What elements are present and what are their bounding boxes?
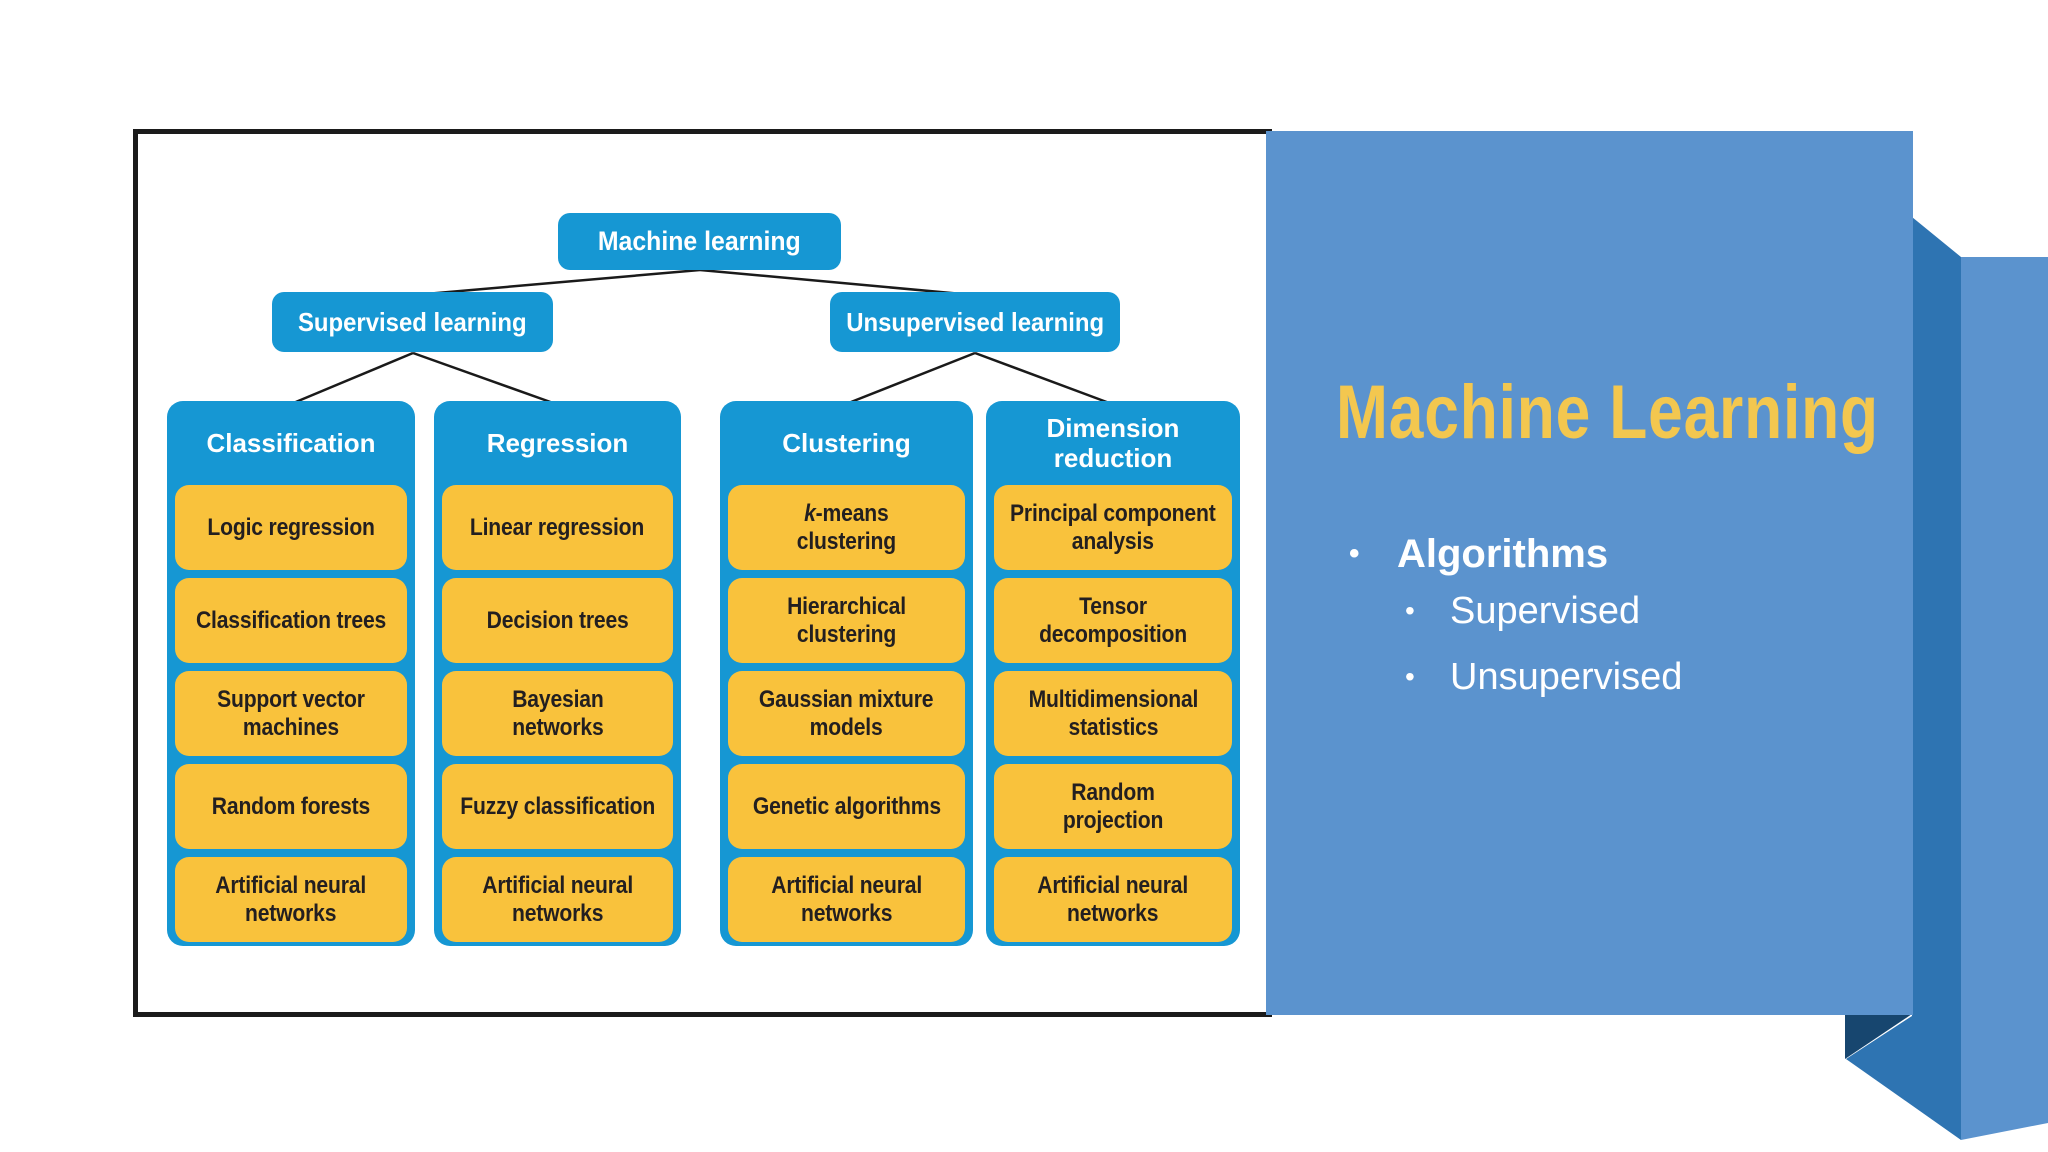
item-label: Principal component analysis: [1010, 499, 1216, 555]
tree-node-label: Unsupervised learning: [846, 306, 1104, 337]
taxonomy-item: Artificial neural networks: [728, 857, 965, 942]
item-label: Random projection: [1062, 778, 1164, 834]
item-label: Classification trees: [195, 606, 387, 634]
taxonomy-item: Hierarchical clustering: [728, 578, 965, 663]
column-header: Clustering: [782, 428, 911, 458]
taxonomy-item: Principal component analysis: [994, 485, 1232, 570]
tree-node-supervised-learning: Supervised learning: [272, 292, 553, 352]
item-label: Decision trees: [486, 606, 629, 634]
item-label: Support vector machines: [217, 685, 365, 741]
item-label: Artificial neural networks: [1037, 871, 1189, 927]
column-header: Regression: [486, 428, 629, 458]
item-label: Random forests: [211, 792, 371, 820]
item-label: Gaussian mixture models: [759, 685, 934, 741]
taxonomy-item: Classification trees: [175, 578, 407, 663]
tree-node-unsupervised-learning: Unsupervised learning: [830, 292, 1120, 352]
item-label: Hierarchical clustering: [787, 592, 906, 648]
bullet-marker: •: [1405, 595, 1415, 626]
taxonomy-item: k-means clustering: [728, 485, 965, 570]
taxonomy-item: Logic regression: [175, 485, 407, 570]
taxonomy-item: Linear regression: [442, 485, 673, 570]
taxonomy-item: Artificial neural networks: [175, 857, 407, 942]
taxonomy-item: Bayesian networks: [442, 671, 673, 756]
item-label: Artificial neural networks: [771, 871, 922, 927]
item-label: Artificial neural networks: [215, 871, 367, 927]
tree-node-machine-learning: Machine learning: [558, 213, 841, 270]
item-label: Tensor decomposition: [1039, 592, 1187, 648]
bullet-item: • Algorithms: [1349, 528, 1608, 580]
taxonomy-item: Random projection: [994, 764, 1232, 849]
bullet-marker: •: [1405, 661, 1415, 692]
taxonomy-item: Decision trees: [442, 578, 673, 663]
bullet-label: Unsupervised: [1450, 655, 1683, 698]
taxonomy-item: Tensor decomposition: [994, 578, 1232, 663]
column-header: Dimension reduction: [1046, 413, 1180, 473]
panel-title: Machine Learning: [1336, 370, 1879, 455]
taxonomy-item: Gaussian mixture models: [728, 671, 965, 756]
bullet-label: Supervised: [1450, 589, 1641, 632]
taxonomy-item: Random forests: [175, 764, 407, 849]
taxonomy-item: Fuzzy classification: [442, 764, 673, 849]
sub-bullet-item: • Supervised: [1405, 585, 1640, 637]
taxonomy-item: Genetic algorithms: [728, 764, 965, 849]
taxonomy-item: Support vector machines: [175, 671, 407, 756]
item-label: k-means clustering: [796, 499, 897, 555]
item-label: Artificial neural networks: [482, 871, 633, 927]
tree-node-label: Machine learning: [598, 226, 801, 256]
tree-node-label: Supervised learning: [298, 306, 527, 337]
item-label: Fuzzy classification: [460, 792, 655, 820]
item-label: Multidimensional statistics: [1028, 685, 1198, 741]
item-label: Linear regression: [470, 513, 645, 541]
taxonomy-item: Artificial neural networks: [994, 857, 1232, 942]
bullet-marker: •: [1349, 537, 1360, 570]
taxonomy-item: Multidimensional statistics: [994, 671, 1232, 756]
ribbon-right-band: [1961, 257, 2048, 1140]
taxonomy-item: Artificial neural networks: [442, 857, 673, 942]
item-label: Genetic algorithms: [752, 792, 941, 820]
column-header: Classification: [206, 428, 376, 458]
bullet-label: Algorithms: [1397, 531, 1609, 576]
item-label: Bayesian networks: [511, 685, 604, 741]
sub-bullet-item: • Unsupervised: [1405, 651, 1682, 703]
side-panel: Machine Learning •Algorithms•Supervised•…: [1266, 131, 1913, 1015]
item-label: Logic regression: [207, 513, 375, 541]
